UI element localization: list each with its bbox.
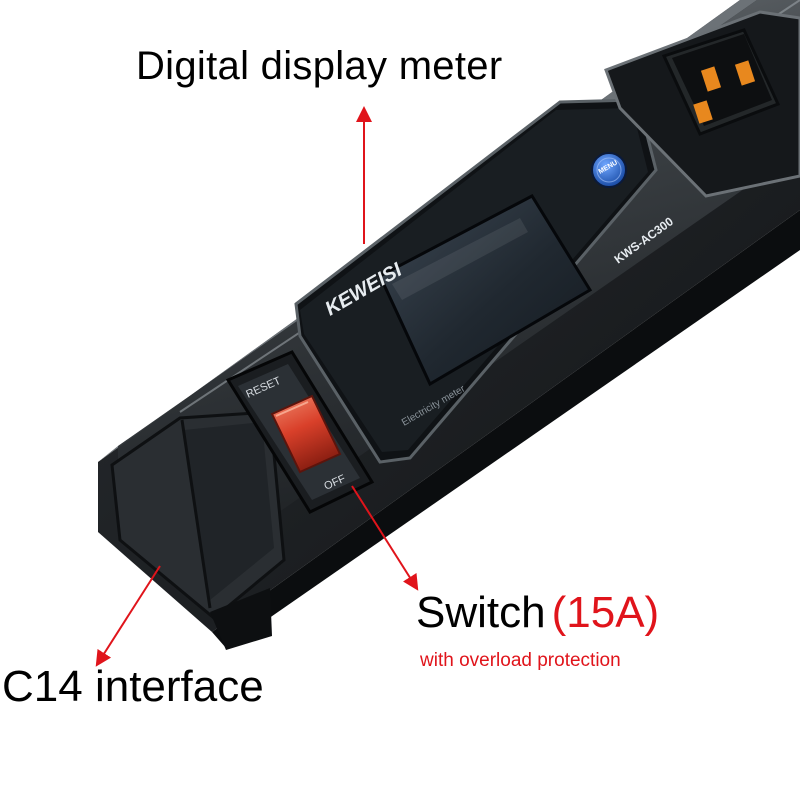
meter-screen: [378, 194, 593, 387]
arrow-c14: [95, 565, 161, 667]
arrow-switch: [351, 485, 419, 591]
menu-button: MENU: [591, 152, 627, 188]
label-digital-display-meter: Digital display meter: [136, 44, 503, 88]
c14-interface: [110, 410, 286, 650]
rocker-button: [270, 394, 342, 474]
c13-outlet: [604, 10, 800, 198]
switch-breaker: RESET OFF: [225, 350, 375, 514]
label-c14-interface: C14 interface: [2, 662, 264, 711]
label-switch-text: Switch: [416, 588, 546, 637]
digital-meter: KEWEISI KWS-AC300 Electricity meter MENU: [294, 98, 676, 464]
annotation-arrows: [95, 106, 419, 667]
label-switch-rating: (15A): [551, 588, 660, 637]
label-switch: Switch(15A): [416, 588, 659, 638]
label-overload-protection: with overload protection: [420, 650, 621, 671]
